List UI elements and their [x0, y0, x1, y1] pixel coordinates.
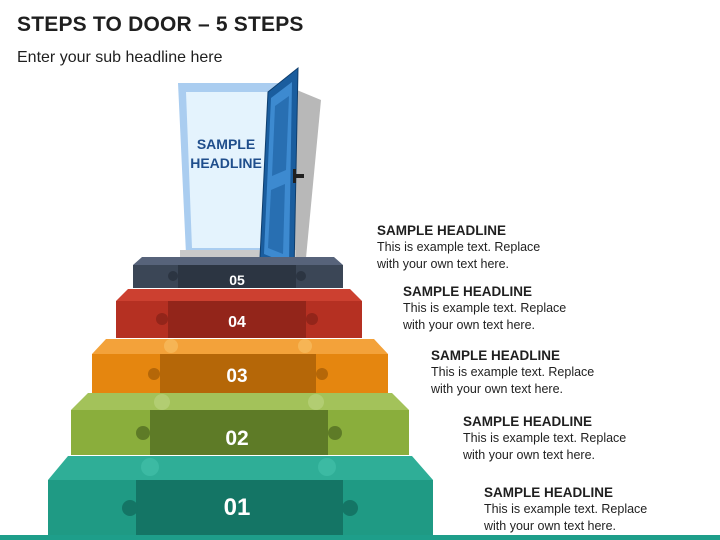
step-2-headline: SAMPLE HEADLINE	[463, 414, 593, 429]
door-handle-icon	[294, 174, 304, 178]
step-1-text-line1: This is example text. Replace	[484, 502, 648, 516]
step-2-knob-top-left	[154, 394, 170, 410]
step-3-number: 03	[226, 366, 247, 387]
step-4-top	[116, 289, 362, 301]
step-5: 05	[133, 257, 343, 288]
step-2-number: 02	[225, 427, 248, 450]
step-5-headline: SAMPLE HEADLINE	[377, 223, 507, 238]
step-1-label: SAMPLE HEADLINE This is example text. Re…	[484, 484, 720, 534]
step-5-label: SAMPLE HEADLINE This is example text. Re…	[377, 222, 617, 272]
step-2-label: SAMPLE HEADLINE This is example text. Re…	[463, 413, 703, 463]
step-2: 02	[71, 393, 409, 455]
page-subtitle: Enter your sub headline here	[17, 49, 223, 66]
step-5-number: 05	[229, 272, 245, 288]
step-4-text-line2: with your own text here.	[403, 317, 536, 332]
step-3-headline: SAMPLE HEADLINE	[431, 348, 561, 363]
step-3-top	[92, 339, 388, 354]
step-2-text-line2: with your own text here.	[463, 447, 596, 462]
bottom-accent-bar	[0, 535, 720, 540]
step-1-knob-top-left	[141, 458, 159, 476]
step-1: 01	[48, 456, 433, 536]
step-3-knob-right	[316, 368, 328, 380]
step-4-headline: SAMPLE HEADLINE	[403, 284, 533, 299]
step-3-text-line1: This is example text. Replace	[431, 365, 595, 379]
step-4-label: SAMPLE HEADLINE This is example text. Re…	[403, 283, 643, 333]
step-4-knob-left	[156, 313, 168, 325]
step-5-text-line1: This is example text. Replace	[377, 240, 541, 254]
step-3: 03	[92, 339, 388, 393]
step-2-text-line1: This is example text. Replace	[463, 431, 627, 445]
step-1-knob-right	[342, 500, 358, 516]
step-4: 04	[116, 289, 362, 338]
door-headline-line1: SAMPLE	[197, 136, 255, 152]
step-2-knob-left	[136, 426, 150, 440]
step-4-knob-right	[306, 313, 318, 325]
step-1-text-line2: with your own text here.	[484, 518, 617, 533]
step-4-number: 04	[228, 314, 246, 331]
step-4-text-line1: This is example text. Replace	[403, 301, 567, 315]
door: SAMPLE HEADLINE	[178, 66, 321, 273]
step-1-headline: SAMPLE HEADLINE	[484, 485, 614, 500]
door-panel-bottom	[268, 184, 285, 254]
step-3-knob-top-right	[298, 339, 312, 353]
door-panel-top	[272, 96, 289, 176]
step-5-knob-left	[168, 271, 178, 281]
page-title: STEPS TO DOOR – 5 STEPS	[17, 13, 304, 36]
step-3-knob-top-left	[164, 339, 178, 353]
step-1-number: 01	[224, 494, 251, 521]
step-2-knob-top-right	[308, 394, 324, 410]
door-handle-base	[293, 169, 296, 183]
step-3-piece	[160, 354, 316, 393]
step-3-knob-left	[148, 368, 160, 380]
step-2-top	[71, 393, 409, 410]
step-1-piece	[136, 480, 343, 536]
step-3-text-line2: with your own text here.	[431, 381, 564, 396]
door-headline-line2: HEADLINE	[190, 155, 262, 171]
step-5-piece	[178, 265, 296, 288]
step-2-knob-right	[328, 426, 342, 440]
step-1-knob-top-right	[318, 458, 336, 476]
step-2-piece	[150, 410, 328, 455]
step-5-text-line2: with your own text here.	[377, 256, 510, 271]
step-5-knob-right	[296, 271, 306, 281]
step-1-knob-left	[122, 500, 138, 516]
step-5-top	[133, 257, 343, 265]
step-4-piece	[168, 301, 306, 338]
door-opening	[186, 92, 285, 248]
step-3-label: SAMPLE HEADLINE This is example text. Re…	[431, 347, 671, 397]
step-1-top	[48, 456, 433, 480]
